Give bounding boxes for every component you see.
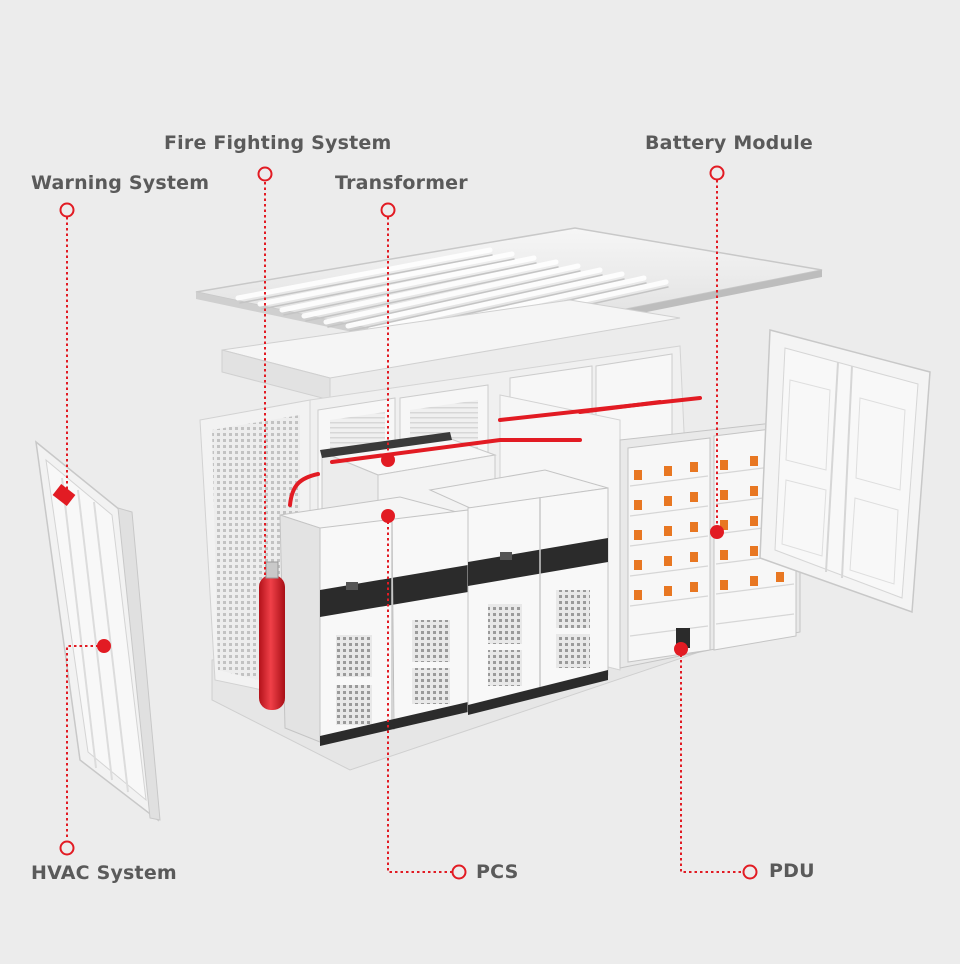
ring-fire-fighting bbox=[257, 166, 273, 182]
top-beam bbox=[221, 299, 681, 401]
label-battery-module: Battery Module bbox=[645, 132, 814, 154]
ring-hvac bbox=[59, 840, 75, 856]
pcs-cabinet-right bbox=[428, 469, 609, 715]
ring-transformer bbox=[380, 202, 396, 218]
dot-battery bbox=[710, 525, 724, 539]
callout-leaders bbox=[66, 180, 742, 873]
right-door-panel bbox=[759, 329, 931, 614]
ring-warning bbox=[59, 202, 75, 218]
callout-rings bbox=[59, 165, 758, 880]
label-warning-system: Warning System bbox=[31, 172, 210, 194]
dot-hvac bbox=[97, 639, 111, 653]
ring-battery bbox=[709, 165, 725, 181]
dot-transformer bbox=[381, 453, 395, 467]
label-pcs: PCS bbox=[476, 861, 519, 883]
fire-extinguisher-cylinder bbox=[259, 561, 285, 710]
label-transformer: Transformer bbox=[335, 172, 468, 194]
label-hvac-system: HVAC System bbox=[31, 862, 177, 884]
pcs-cabinet-left bbox=[279, 496, 469, 746]
label-pdu: PDU bbox=[769, 860, 815, 882]
left-door-panel bbox=[34, 440, 161, 822]
label-fire-fighting-system: Fire Fighting System bbox=[164, 132, 392, 154]
ring-pdu bbox=[742, 864, 758, 880]
dot-pdu bbox=[674, 642, 688, 656]
leader-hvac bbox=[66, 645, 104, 840]
callout-dots bbox=[97, 453, 724, 656]
ring-pcs bbox=[451, 864, 467, 880]
dot-pcs bbox=[381, 509, 395, 523]
leader-pdu bbox=[680, 649, 742, 873]
